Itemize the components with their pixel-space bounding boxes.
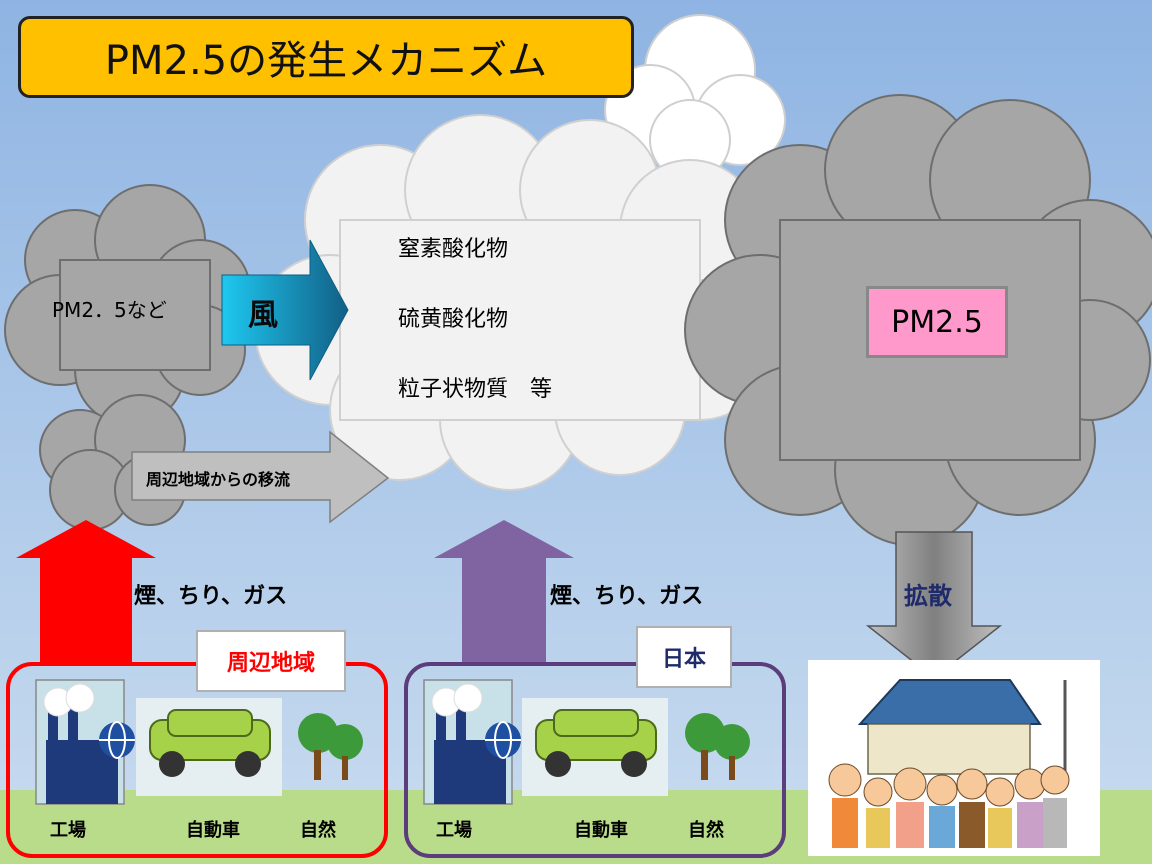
right-gray-cloud	[684, 94, 1152, 546]
red-emission-arrow	[16, 520, 156, 662]
car-icon	[136, 698, 282, 796]
globe-icon	[99, 721, 135, 759]
region-label-neighbor: 周辺地域	[196, 630, 346, 692]
house-people-icon	[808, 660, 1100, 856]
migration-arrow	[131, 430, 390, 524]
globe-icon-japan	[485, 721, 521, 759]
region-frame-japan	[404, 662, 786, 858]
factory-icon-japan	[423, 679, 513, 805]
emission-label-right: 煙、ちり、ガス	[550, 584, 704, 609]
left-cloud-label: PM2．5など	[52, 298, 167, 322]
source-label-car: 自動車	[186, 820, 240, 841]
trees-icon	[298, 713, 363, 780]
region-label-japan: 日本	[636, 626, 732, 688]
emission-label-left: 煙、ちり、ガス	[134, 584, 288, 609]
wind-label: 風	[248, 298, 278, 333]
wind-arrow	[221, 239, 349, 381]
car-icon-japan	[522, 698, 668, 796]
diffusion-arrow	[865, 531, 1003, 679]
page-title: PM2.5の発生メカニズム	[18, 16, 634, 98]
center-item-2: 硫黄酸化物	[398, 307, 509, 332]
center-item-1: 窒素酸化物	[398, 237, 509, 262]
trees-icon-japan	[685, 713, 750, 780]
purple-emission-arrow	[434, 520, 574, 662]
migration-label: 周辺地域からの移流	[146, 470, 291, 489]
center-item-3: 粒子状物質 等	[398, 377, 553, 402]
diffusion-label: 拡散	[904, 582, 952, 610]
source-label-nature-japan: 自然	[688, 820, 724, 841]
pm25-box: PM2.5	[866, 286, 1008, 358]
source-label-factory-japan: 工場	[436, 820, 472, 841]
source-label-factory: 工場	[50, 820, 86, 841]
source-label-car-japan: 自動車	[574, 820, 628, 841]
source-label-nature: 自然	[300, 820, 336, 841]
